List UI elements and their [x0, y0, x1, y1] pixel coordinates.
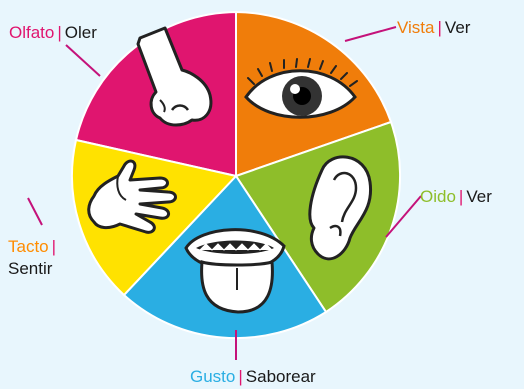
gusto-verb: Saborear — [245, 367, 316, 386]
separator: | — [238, 367, 243, 386]
label-olfato: Olfato|Oler — [9, 23, 97, 43]
separator: | — [437, 18, 442, 37]
vista-sense: Vista — [397, 18, 435, 37]
tongue-icon — [184, 228, 286, 314]
vista-verb: Ver — [444, 18, 471, 37]
label-oido: Oido|Ver — [420, 187, 492, 207]
eye-icon — [244, 58, 358, 119]
separator: | — [458, 187, 464, 206]
olfato-pointer — [65, 44, 101, 77]
oido-pointer — [385, 195, 422, 238]
tacto-verb: Sentir — [8, 259, 53, 278]
oido-verb: Ver — [466, 187, 492, 206]
olfato-verb: Oler — [64, 23, 97, 42]
separator: | — [57, 23, 62, 42]
label-tacto: Tacto| Sentir — [8, 236, 59, 280]
gusto-sense: Gusto — [190, 367, 236, 386]
label-gusto: Gusto|Saborear — [190, 367, 316, 387]
vista-pointer — [344, 26, 397, 42]
oido-sense: Oido — [420, 187, 456, 206]
olfato-sense: Olfato — [9, 23, 55, 42]
ear-icon — [308, 155, 373, 261]
tacto-sense: Tacto — [8, 237, 49, 256]
hand-icon — [87, 159, 177, 234]
separator: | — [51, 237, 57, 256]
label-vista: Vista|Ver — [397, 18, 470, 38]
nose-icon — [136, 26, 213, 127]
tacto-pointer — [27, 197, 43, 226]
